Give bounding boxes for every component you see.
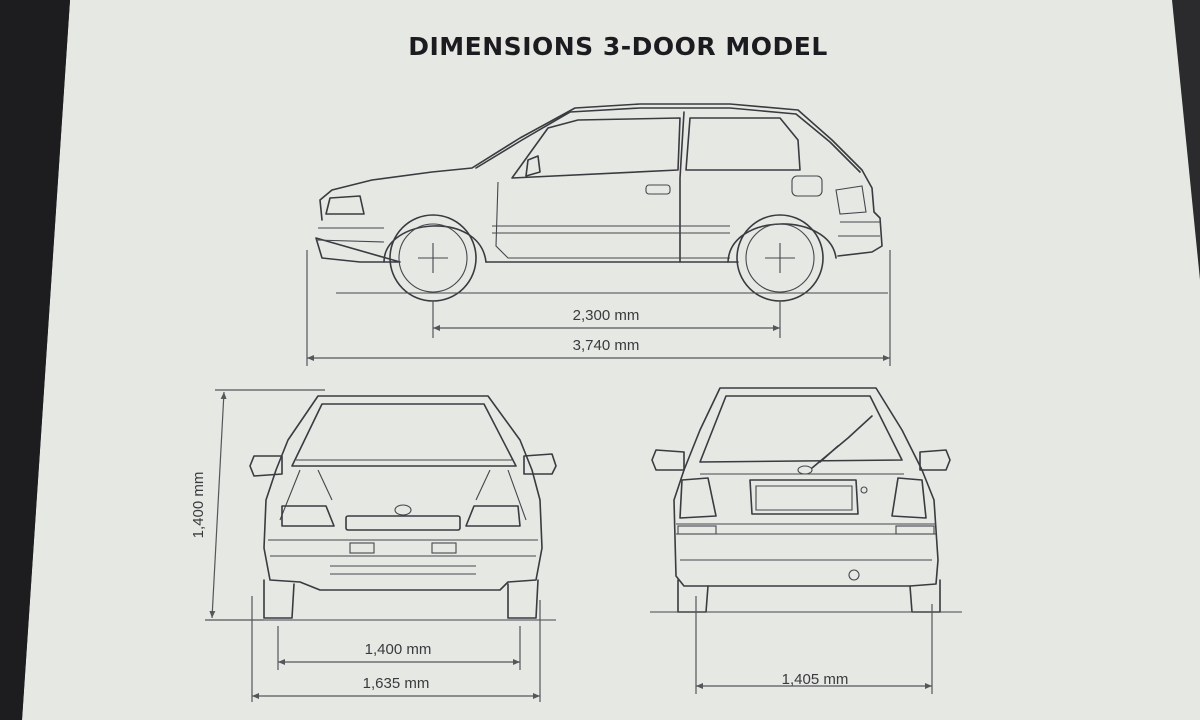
front-track-label: 1,400 mm: [365, 641, 432, 658]
front-view-car: [249, 395, 557, 621]
rear-view-dimensions: [695, 596, 933, 694]
rear-track-label: 1,405 mm: [782, 671, 849, 688]
background-left: [0, 0, 70, 720]
overall-length-label: 3,740 mm: [573, 337, 640, 354]
paper-sheet: [22, 0, 1200, 720]
page-title: DIMENSIONS 3-DOOR MODEL: [408, 32, 828, 61]
side-view-car: [315, 103, 888, 302]
overall-width-label: 1,635 mm: [363, 675, 430, 692]
rear-view-car: [650, 387, 962, 613]
side-view-dimensions: [306, 250, 891, 366]
height-label: 1,400 mm: [190, 472, 207, 539]
wheelbase-label: 2,300 mm: [573, 307, 640, 324]
front-view-dimensions: [205, 389, 541, 702]
